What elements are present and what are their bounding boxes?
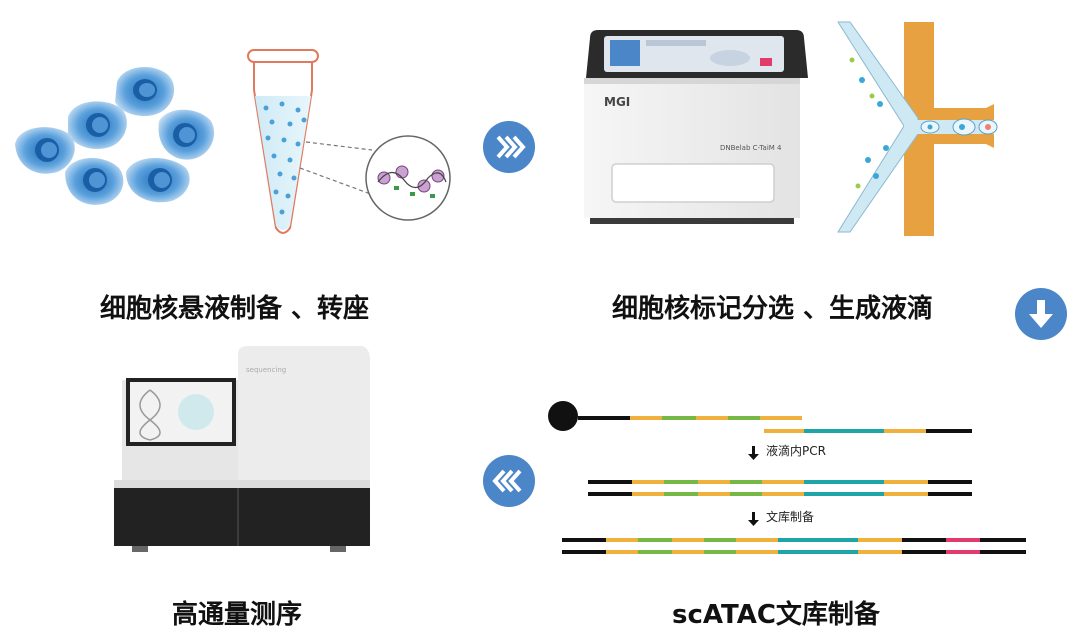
brand-logo: MGI (604, 95, 630, 109)
step1-label: 细胞核悬液制备 、转座 (100, 294, 370, 324)
cell (126, 157, 190, 203)
droplet (978, 119, 998, 135)
step4-label: 高通量测序 (172, 600, 303, 630)
cell (115, 67, 175, 117)
chevron-down-icon (1015, 288, 1067, 340)
droplet (952, 118, 976, 136)
pcr-label: 液滴内PCR (766, 443, 826, 458)
library-label: 文库制备 (766, 509, 814, 524)
down-arrow-icon (748, 446, 759, 460)
cell (15, 127, 75, 174)
cell (68, 101, 127, 150)
strand-row-3 (562, 538, 1026, 554)
cell (65, 157, 124, 205)
nuclei-cells-illustration (15, 67, 215, 205)
droplet (920, 120, 940, 134)
cell (158, 109, 215, 160)
chevron-left-icon (483, 455, 535, 507)
step2-label: 细胞核标记分选 、生成液滴 (612, 294, 934, 324)
down-arrow-icon (748, 512, 759, 526)
sequencer-text: sequencing (246, 366, 286, 374)
dnbelab-instrument: MGI DNBelab C-TaiM 4 (584, 30, 808, 224)
model-label: DNBelab C-TaiM 4 (720, 144, 782, 152)
zoom-inset (365, 135, 451, 221)
nucleosome (377, 165, 445, 193)
strand-row-1 (578, 416, 972, 433)
microfluidic-chip (837, 21, 998, 236)
chevron-right-icon (483, 121, 535, 173)
library-construct: 液滴内PCR 文库制备 (548, 401, 1026, 554)
bead (548, 401, 578, 431)
step3-label: scATAC文库制备 (672, 600, 880, 630)
centrifuge-tube (247, 49, 377, 234)
sequencer-instrument: sequencing (114, 346, 370, 552)
strand-row-2 (588, 480, 972, 496)
